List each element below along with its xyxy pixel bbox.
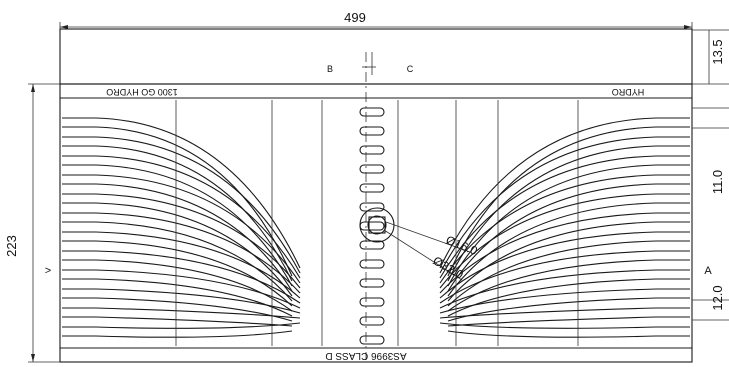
width-dimension: 499 (59, 10, 693, 84)
slot-curve (62, 145, 293, 282)
slot-curve (439, 269, 690, 309)
slot-curve (447, 316, 690, 327)
centre-slot (359, 297, 385, 307)
slot-curve (62, 278, 293, 317)
rim-dimension: 13.5 (692, 29, 729, 85)
slot-curve (439, 174, 690, 284)
slot-curve (62, 174, 301, 284)
slot-curve (447, 126, 690, 277)
grate-outline (59, 83, 693, 363)
centre-slot (359, 278, 385, 288)
centre-slot (359, 164, 385, 174)
slot-curve (62, 231, 301, 299)
slot-curve (439, 288, 690, 314)
slot-dim-11-label: 11.0 (710, 170, 725, 194)
centre-slot (359, 259, 385, 269)
slot-curve (447, 240, 690, 307)
slot-curve (439, 136, 690, 274)
slot-curve (447, 259, 690, 312)
centre-slot (359, 145, 385, 155)
centre-slot (359, 240, 385, 250)
slot-curve (62, 259, 293, 312)
slot-curve (62, 288, 301, 314)
slot-curve (62, 183, 293, 292)
slot-curve (439, 322, 690, 329)
grate-ribs (175, 100, 579, 346)
slot-curve (62, 250, 301, 304)
slot-curve (62, 212, 301, 294)
slot-curve (439, 193, 690, 289)
slot-curve (439, 155, 690, 279)
slot-curve (439, 231, 690, 299)
slot-curve (62, 117, 301, 269)
slot-curve (62, 164, 293, 287)
height-dimension: 223 (4, 83, 60, 363)
section-a-right-label: A (704, 265, 712, 277)
slot-curve (62, 193, 301, 289)
centre-slot (359, 202, 385, 212)
slot-curve (62, 307, 301, 319)
centre-slot (359, 221, 385, 231)
slot-curve (439, 117, 690, 269)
slot-curve (447, 221, 690, 302)
slot-curve (447, 145, 690, 282)
frame-top (59, 28, 693, 85)
right-slot-dimensions: 11.0 12.0 (692, 107, 729, 321)
section-b-label: B (327, 64, 333, 74)
section-a-left-label: > (45, 265, 51, 277)
slot-curve (62, 155, 301, 279)
slot-dim-12-label: 12.0 (710, 285, 725, 310)
slot-curve (62, 202, 293, 297)
centre-slot (359, 126, 385, 136)
slot-curve (447, 278, 690, 317)
slot-curve (62, 221, 293, 302)
slot-curve (62, 322, 301, 329)
section-c-label: C (407, 64, 414, 74)
slot-curve (447, 183, 690, 292)
centre-slot (359, 316, 385, 326)
slot-curve (447, 202, 690, 297)
slot-curve (439, 307, 690, 319)
centre-slot (359, 335, 385, 345)
overall-height-label: 223 (4, 235, 19, 257)
slot-curve (447, 164, 690, 287)
top-right-marking: HYDRO (612, 87, 645, 97)
grate-slots (62, 107, 690, 345)
bottom-marking: AS3996 CLASS D (325, 350, 406, 361)
centre-line (362, 52, 376, 360)
centre-slot (359, 183, 385, 193)
slot-curve (62, 136, 301, 274)
slot-curve (439, 212, 690, 294)
centre-slot (359, 107, 385, 117)
slot-curve (62, 269, 301, 309)
slot-curve (439, 250, 690, 304)
rim-label: 13.5 (710, 39, 725, 64)
slot-curve (62, 316, 293, 327)
slot-curve (62, 330, 293, 338)
slot-curve (62, 126, 293, 277)
overall-width-label: 499 (344, 10, 366, 25)
top-left-marking: 1300 GO HYDRO (106, 87, 178, 97)
slot-curve (62, 240, 293, 307)
slot-curve (447, 330, 690, 338)
